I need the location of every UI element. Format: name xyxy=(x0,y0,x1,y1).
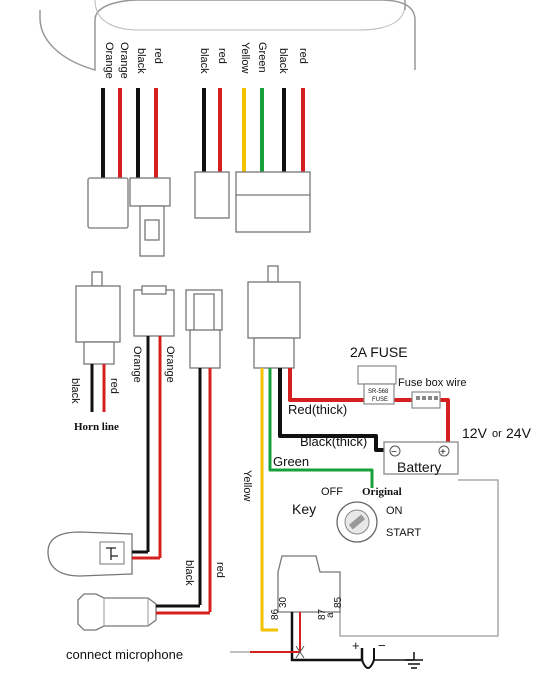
horn-connector xyxy=(75,271,121,365)
fuse-title: 2A FUSE xyxy=(350,344,408,360)
relay-pin-30: 30 xyxy=(278,596,289,608)
fuse-box-label: Fuse box wire xyxy=(398,377,466,389)
yellow-wire xyxy=(260,368,278,632)
top-connectors xyxy=(87,171,311,257)
main-connector-body xyxy=(247,281,301,339)
top-label-red-1: red xyxy=(152,48,164,64)
top-label-yellow: Yellow xyxy=(239,42,251,73)
orange-connector xyxy=(133,285,175,337)
ground-return-wire xyxy=(339,479,499,637)
battery-label: Battery xyxy=(397,459,441,475)
orange-connector-body xyxy=(133,289,175,337)
fuse-box-slot xyxy=(434,396,438,400)
orange-wire-1-label: Orange xyxy=(131,346,143,383)
battery-plus-sign: + xyxy=(440,447,446,458)
fuse-holder xyxy=(357,365,397,405)
main-harness-connector xyxy=(247,265,301,369)
fuse-box-slot xyxy=(416,396,420,400)
top-label-black-3: black xyxy=(277,48,289,74)
orange-connector-top xyxy=(141,285,167,295)
mic-connector-inner xyxy=(193,293,215,335)
top-label-orange-1: Orange xyxy=(103,42,115,79)
top-label-green: Green xyxy=(256,42,268,73)
remote-switch-button xyxy=(99,541,125,565)
battery-plus-terminal xyxy=(438,445,450,457)
microphone-plug xyxy=(77,593,157,631)
cut-mark xyxy=(295,645,305,659)
mic-wire-black-label: black xyxy=(183,560,195,586)
green-wire xyxy=(268,368,374,488)
mic-wire-red-label: red xyxy=(214,562,226,578)
horn-wire-black-label: black xyxy=(69,378,81,404)
relay-pin-87: 87 xyxy=(317,608,328,620)
fuse-body-top: SR-568 xyxy=(368,389,389,395)
battery-voltage-24: 24V xyxy=(506,425,532,441)
key-off-label: OFF xyxy=(321,486,343,498)
fuse-body-bottom: FUSE xyxy=(372,397,388,403)
top-wire-labels: Orange Orange black red black red Yellow… xyxy=(103,42,309,79)
relay-pin-85: 85 xyxy=(333,596,344,608)
key-start-label: START xyxy=(386,527,421,539)
red-thick-wire xyxy=(288,368,364,402)
green-wire-label: Green xyxy=(273,454,309,469)
key-label: Key xyxy=(292,501,316,517)
red-thick-label: Red(thick) xyxy=(288,402,347,417)
black-thick-wire xyxy=(278,368,395,452)
horn-minus: − xyxy=(378,638,386,653)
black-thick-label: Black(thick) xyxy=(300,434,367,449)
horn-plus: + xyxy=(352,638,360,653)
top-label-red-3: red xyxy=(297,48,309,64)
horn-connector-pin xyxy=(91,271,103,287)
connector-main-top xyxy=(235,171,311,233)
battery-minus-sign: − xyxy=(391,447,397,458)
horn-line-caption: Horn line xyxy=(74,421,119,433)
horn-connector-body xyxy=(75,285,121,343)
fuse-box-slot xyxy=(428,396,432,400)
horn-symbol xyxy=(361,648,375,669)
orange-wire-2-label: Orange xyxy=(164,346,176,383)
main-connector-pin xyxy=(267,265,279,283)
key-original-label: Original xyxy=(362,486,402,498)
yellow-wire-label: Yellow xyxy=(241,470,253,501)
top-label-black-2: black xyxy=(198,48,210,74)
connect-microphone-caption: connect microphone xyxy=(66,647,183,662)
top-label-orange-2: Orange xyxy=(118,42,130,79)
battery-voltage-or: or xyxy=(492,428,502,440)
battery-minus-terminal xyxy=(389,445,401,457)
fuse-box-slots xyxy=(416,396,438,400)
fuse-box-slot xyxy=(422,396,426,400)
battery-voltage-12: 12V xyxy=(462,425,488,441)
mic-connector xyxy=(185,289,223,369)
key-on-label: ON xyxy=(386,505,403,517)
remote-switch-icon xyxy=(106,547,118,560)
mic-connector-collar xyxy=(189,329,221,369)
connector-mic-top xyxy=(129,177,171,207)
device-housing-inner xyxy=(94,0,406,31)
connector-horn-top xyxy=(87,177,129,229)
top-label-black-1: black xyxy=(135,48,147,74)
relay-pin-86: 86 xyxy=(270,608,281,620)
fuse-holder-top xyxy=(357,365,397,385)
connector-small-top xyxy=(194,171,230,219)
horn-connector-collar xyxy=(83,341,115,365)
fuse-holder-body xyxy=(363,383,395,405)
relay-pin-a: a xyxy=(325,612,336,618)
top-label-red-2: red xyxy=(216,48,228,64)
connector-mic-top-tip xyxy=(144,219,160,241)
horn-wire-red-label: red xyxy=(108,378,120,394)
relay-body xyxy=(277,555,341,613)
main-connector-collar xyxy=(253,337,295,369)
ground-symbol xyxy=(405,652,423,669)
top-wires xyxy=(101,88,305,178)
key-slot xyxy=(348,514,366,530)
